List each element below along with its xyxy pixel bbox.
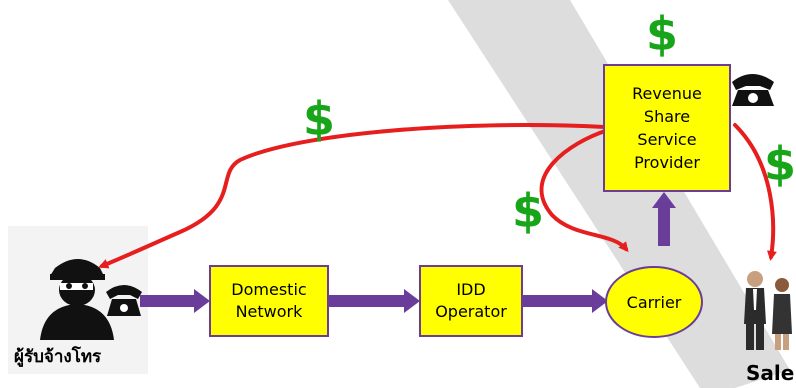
red-arrows <box>98 123 777 269</box>
revenue-share-node: Revenue Share Service Provider <box>603 64 731 192</box>
arrow-revenue-to-carrier <box>539 128 629 253</box>
dollar-icon-right: $ <box>764 137 796 191</box>
hacker-icon <box>40 259 114 340</box>
domestic-network-label: Domestic Network <box>231 280 307 321</box>
carrier-label: Carrier <box>626 292 682 312</box>
arrow-hacker-to-domestic-shaft <box>140 295 196 307</box>
domestic-network-node: Domestic Network <box>209 265 329 337</box>
carrier-label-wrap: Carrier <box>606 267 702 337</box>
arrow-idd-to-carrier-head <box>592 289 608 313</box>
arrow-revenue-to-hacker <box>98 123 607 269</box>
dollar-icon-top: $ <box>646 7 679 61</box>
telephone-icon <box>106 285 142 316</box>
arrow-idd-to-carrier-shaft <box>522 295 594 307</box>
arrow-carrier-to-revenue-head <box>652 192 676 208</box>
idd-operator-label: IDD Operator <box>435 280 507 321</box>
arrow-domestic-to-idd-head <box>404 289 420 313</box>
sales-label: Sale <box>746 361 795 385</box>
idd-operator-node: IDD Operator <box>419 265 523 337</box>
business-people-icon <box>744 271 792 350</box>
arrow-carrier-to-revenue-shaft <box>658 206 670 246</box>
arrow-hacker-to-domestic-head <box>194 289 210 313</box>
revenue-share-label: Revenue Share Service Provider <box>632 83 702 173</box>
dollar-icon-left: $ <box>303 92 336 146</box>
arrow-revenue-to-sales <box>733 123 777 261</box>
hacker-label: ผู้รับจ้างโทร <box>14 347 102 367</box>
carrier-node-shape <box>605 266 703 338</box>
dollar-icon-middle: $ <box>512 184 545 238</box>
watermark-stroke <box>448 0 790 388</box>
telephone-icon-top <box>732 74 774 106</box>
arrow-domestic-to-idd-shaft <box>328 295 406 307</box>
purple-arrows <box>140 192 676 313</box>
